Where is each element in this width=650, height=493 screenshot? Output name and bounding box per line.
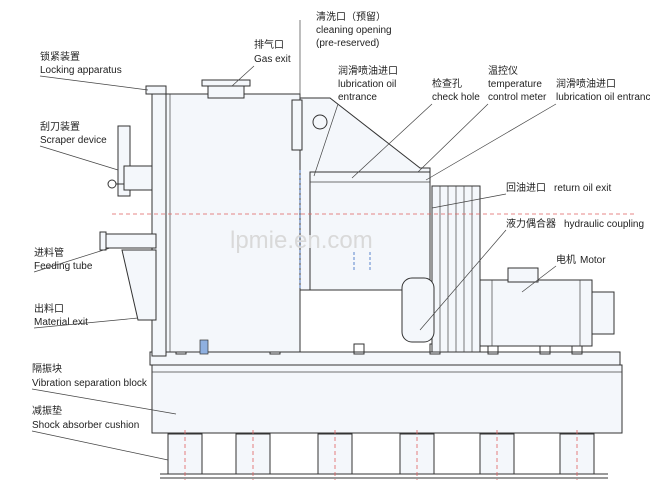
motor bbox=[479, 267, 615, 347]
label-locking-apparatus: 锁紧装置 Locking apparatus bbox=[39, 50, 149, 91]
feeding-tube bbox=[99, 231, 157, 251]
drum-housing bbox=[159, 93, 301, 353]
svg-text:减振垫: 减振垫 bbox=[32, 404, 62, 417]
svg-text:刮刀装置: 刮刀装置 bbox=[40, 120, 80, 133]
svg-text:entrance: entrance bbox=[338, 92, 377, 103]
label-cleaning-opening: 清洗口（预留） cleaning opening (pre-reserved) bbox=[299, 10, 392, 98]
svg-text:锁紧装置: 锁紧装置 bbox=[40, 50, 80, 63]
svg-text:电机: 电机 bbox=[556, 253, 576, 266]
svg-text:温控仪: 温控仪 bbox=[488, 64, 518, 77]
label-feeding-tube: 进料管 Feeding tube bbox=[33, 246, 111, 273]
svg-text:Locking apparatus: Locking apparatus bbox=[40, 65, 122, 76]
svg-text:隔振块: 隔振块 bbox=[32, 362, 62, 375]
svg-text:return oil exit: return oil exit bbox=[554, 183, 611, 194]
vibration-separation-block bbox=[151, 364, 623, 434]
svg-text:排气口: 排气口 bbox=[254, 38, 284, 51]
svg-text:lubrication oil: lubrication oil bbox=[338, 79, 396, 90]
svg-text:hydraulic coupling: hydraulic coupling bbox=[564, 219, 644, 230]
shock-absorber-cushions bbox=[160, 430, 608, 480]
label-return-oil-exit: 回油进口 return oil exit bbox=[431, 181, 611, 209]
svg-text:回油进口: 回油进口 bbox=[506, 181, 546, 194]
svg-text:Feeding tube: Feeding tube bbox=[34, 261, 93, 272]
svg-text:检查孔: 检查孔 bbox=[432, 77, 462, 90]
svg-text:进料管: 进料管 bbox=[34, 246, 64, 259]
svg-text:Scraper device: Scraper device bbox=[40, 135, 107, 146]
svg-text:(pre-reserved): (pre-reserved) bbox=[316, 38, 379, 49]
svg-text:Vibration separation block: Vibration separation block bbox=[32, 378, 148, 389]
label-material-exit: 出料口 Material exit bbox=[33, 302, 139, 329]
svg-text:Motor: Motor bbox=[580, 255, 606, 266]
svg-text:cleaning opening: cleaning opening bbox=[316, 25, 392, 36]
label-shock-absorber-cushion: 减振垫 Shock absorber cushion bbox=[31, 404, 169, 461]
label-check-hole: 检查孔 check hole bbox=[351, 77, 480, 179]
label-lubrication-oil-entrance-2: 润滑喷油进口 lubrication oil entrance bbox=[425, 77, 650, 181]
svg-text:清洗口（预留）: 清洗口（预留） bbox=[316, 10, 386, 23]
hydraulic-coupling bbox=[401, 277, 435, 343]
svg-text:Material exit: Material exit bbox=[34, 317, 88, 328]
label-temperature-control-meter: 温控仪 temperature control meter bbox=[417, 64, 547, 173]
material-exit-chute bbox=[121, 249, 157, 321]
label-vibration-separation-block: 隔振块 Vibration separation block bbox=[31, 362, 177, 415]
svg-text:润滑喷油进口: 润滑喷油进口 bbox=[338, 64, 398, 77]
svg-text:Shock absorber cushion: Shock absorber cushion bbox=[32, 420, 139, 431]
watermark: lpmie.en.com bbox=[230, 227, 373, 254]
svg-text:lubrication oil entrance: lubrication oil entrance bbox=[556, 92, 650, 103]
label-motor: 电机 Motor bbox=[521, 253, 606, 293]
label-gas-exit: 排气口 Gas exit bbox=[231, 38, 291, 87]
label-scraper-device: 刮刀装置 Scraper device bbox=[39, 120, 119, 171]
label-lubrication-oil-entrance-1: 润滑喷油进口 lubrication oil entrance bbox=[313, 64, 398, 177]
svg-text:temperature: temperature bbox=[488, 79, 542, 90]
label-hydraulic-coupling: 液力偶合器 hydraulic coupling bbox=[419, 217, 644, 331]
svg-text:Gas exit: Gas exit bbox=[254, 54, 291, 65]
svg-text:出料口: 出料口 bbox=[34, 302, 64, 315]
scraper-device bbox=[107, 125, 153, 197]
svg-text:润滑喷油进口: 润滑喷油进口 bbox=[556, 77, 616, 90]
svg-text:液力偶合器: 液力偶合器 bbox=[506, 217, 556, 230]
svg-text:control meter: control meter bbox=[488, 92, 547, 103]
svg-text:check hole: check hole bbox=[432, 92, 480, 103]
